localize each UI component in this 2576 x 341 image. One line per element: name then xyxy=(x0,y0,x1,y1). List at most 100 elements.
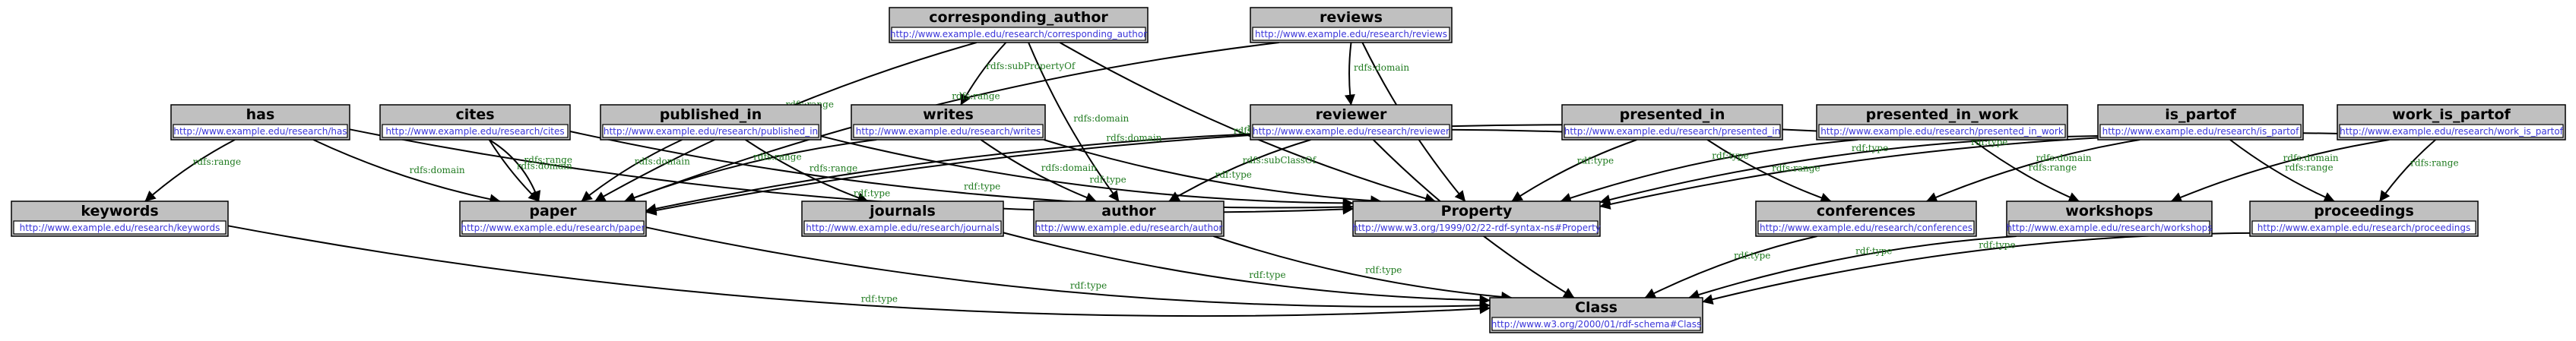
node-uri[interactable]: http://www.w3.org/1999/02/22-rdf-syntax-… xyxy=(1352,223,1601,233)
node-uri-frame xyxy=(461,220,645,235)
edge-proceedings-class xyxy=(1702,232,2251,305)
node-uri-frame xyxy=(1818,124,2066,138)
node-uri-frame xyxy=(891,27,1146,41)
edge-label: rdfs:domain xyxy=(517,161,572,172)
edge-label: rdf:type xyxy=(854,188,890,198)
node-work_is_partof[interactable]: work_is_partofhttp://www.example.edu/res… xyxy=(2337,104,2566,141)
edge-label: rdf:type xyxy=(1712,150,1748,161)
node-workshops[interactable]: workshops http://www.example.edu/research… xyxy=(2006,200,2213,237)
node-uri-frame xyxy=(803,220,1002,235)
node-uri-frame xyxy=(173,124,348,138)
node-conferences[interactable]: conferenceshttp://www.example.edu/resear… xyxy=(1755,200,1977,237)
edge-keywords-class xyxy=(227,225,1491,317)
node-uri-frame xyxy=(1035,220,1222,235)
edge-label: rdfs:range xyxy=(2029,163,2077,173)
node-uri[interactable]: http://www.example.edu/research/publishe… xyxy=(604,126,818,137)
node-title: author xyxy=(1101,203,1156,219)
node-title: workshops xyxy=(2065,203,2153,219)
node-title: journals xyxy=(869,203,936,219)
node-title: corresponding_author xyxy=(929,9,1108,26)
edge-label: rdfs:range xyxy=(810,163,857,173)
node-uri[interactable]: http://www.example.edu/research/paper xyxy=(461,223,645,233)
node-uri-frame xyxy=(1757,220,1975,235)
node-uri[interactable]: http://www.example.edu/research/writes xyxy=(856,126,1041,137)
node-uri[interactable]: http://www.example.edu/research/correspo… xyxy=(890,29,1147,39)
edge-label: rdf:type xyxy=(1577,156,1614,166)
node-uri-frame xyxy=(1252,124,1450,138)
edge-label: rdf:type xyxy=(1852,143,1888,153)
node-published_in[interactable]: published_in http://www.example.edu/resea… xyxy=(600,104,822,141)
node-uri[interactable]: http://www.w3.org/2000/01/rdf-schema#Cla… xyxy=(1491,319,1702,330)
node-title: Class xyxy=(1575,299,1618,316)
node-proceedings[interactable]: proceedingshttp://www.example.edu/resear… xyxy=(2249,200,2479,237)
node-writes[interactable]: writes http://www.example.edu/research/wr… xyxy=(851,104,1046,141)
node-uri[interactable]: http://www.example.edu/research/author xyxy=(1035,223,1223,233)
node-uri-frame xyxy=(1491,317,1701,331)
edge-cites-paper xyxy=(489,139,541,202)
node-uri[interactable]: http://www.example.edu/research/presente… xyxy=(1820,126,2064,137)
node-uri[interactable]: http://www.example.edu/research/has xyxy=(173,126,347,137)
edge-label: rdfs:domain xyxy=(635,156,690,167)
edge-label: rdf:type xyxy=(1089,174,1126,185)
edge-published_in-property xyxy=(820,135,1354,209)
edge-cites-property xyxy=(569,131,1354,213)
edge-journals-class xyxy=(1003,232,1491,306)
node-uri-frame xyxy=(2339,124,2564,138)
node-uri[interactable]: http://www.example.edu/research/presente… xyxy=(1564,126,1781,137)
edge-published_in-paper xyxy=(581,139,683,202)
node-reviewer[interactable]: reviewerhttp://www.example.edu/research/… xyxy=(1250,104,1453,141)
node-property[interactable]: Property http://www.w3.org/1999/02/22-rdf… xyxy=(1352,200,1601,237)
node-uri[interactable]: http://www.example.edu/research/keywords xyxy=(20,223,220,233)
node-paper[interactable]: paperhttp://www.example.edu/research/pap… xyxy=(459,200,647,237)
node-uri[interactable]: http://www.example.edu/research/workshop… xyxy=(2006,223,2212,233)
node-uri-frame xyxy=(2251,220,2476,235)
node-title: published_in xyxy=(660,106,762,123)
node-cites[interactable]: citeshttp://www.example.edu/research/cit… xyxy=(379,104,571,141)
node-uri[interactable]: http://www.example.edu/research/conferen… xyxy=(1760,223,1972,233)
node-title: presented_in_work xyxy=(1866,106,2019,123)
node-uri-frame xyxy=(1564,124,1781,138)
node-uri-frame xyxy=(853,124,1044,138)
edge-is_partof-conferences xyxy=(1926,139,2140,203)
edge-corresponding_author-property xyxy=(1059,42,1436,204)
node-is_partof[interactable]: is_partof http://www.example.edu/research… xyxy=(2097,104,2304,141)
node-author[interactable]: author http://www.example.edu/research/au… xyxy=(1033,200,1225,237)
node-title: Property xyxy=(1441,203,1513,219)
node-keywords[interactable]: keywords http://www.example.edu/research/… xyxy=(11,200,229,237)
node-presented_in[interactable]: presented_inhttp://www.example.edu/resea… xyxy=(1561,104,1783,141)
edge-label: rdf:type xyxy=(1365,264,1402,275)
node-uri[interactable]: http://www.example.edu/research/reviews xyxy=(1255,29,1447,39)
node-reviews[interactable]: reviewshttp://www.example.edu/research/r… xyxy=(1250,7,1453,43)
node-journals[interactable]: journals http://www.example.edu/research/… xyxy=(801,200,1004,237)
edge-work_is_partof-workshops xyxy=(2170,139,2390,203)
node-title: keywords xyxy=(81,203,158,219)
node-title: writes xyxy=(923,106,974,123)
node-uri[interactable]: http://www.example.edu/research/is_parto… xyxy=(2102,126,2300,137)
node-title: is_partof xyxy=(2165,106,2236,123)
node-class[interactable]: Class http://www.w3.org/2000/01/rdf-schem… xyxy=(1489,297,1703,333)
edge-label: rdfs:range xyxy=(1772,163,1820,173)
node-uri[interactable]: http://www.example.edu/research/reviewer xyxy=(1253,126,1450,137)
edge-workshops-class xyxy=(1688,235,2017,300)
node-uri[interactable]: http://www.example.edu/research/cites xyxy=(385,126,564,137)
node-uri[interactable]: http://www.example.edu/research/work_is_… xyxy=(2340,126,2564,137)
node-uri-frame xyxy=(602,124,819,138)
node-uri-frame xyxy=(1252,27,1450,41)
node-uri-frame xyxy=(382,124,569,138)
edge-writes-property xyxy=(1044,139,1382,207)
edge-label: rdfs:domain xyxy=(1041,163,1097,173)
edge-label: rdfs:domain xyxy=(1354,62,1409,73)
edge-writes-paper xyxy=(624,139,877,203)
node-uri[interactable]: http://www.example.edu/research/proceedi… xyxy=(2258,223,2470,233)
node-presented_in_work[interactable]: presented_in_work http://www.example.edu/… xyxy=(1816,104,2068,141)
edge-label: rdf:type xyxy=(1070,280,1107,291)
edge-label: rdfs:domain xyxy=(2036,153,2092,163)
edge-label: rdf:type xyxy=(1249,270,1285,280)
node-uri[interactable]: http://www.example.edu/research/journals xyxy=(806,223,1000,233)
node-corresponding_author[interactable]: corresponding_author http://www.example.e… xyxy=(889,7,1149,43)
edge-label: rdfs:range xyxy=(2410,157,2458,168)
edge-label: rdfs:subPropertyOf xyxy=(986,61,1076,71)
edge-work_is_partof-proceedings xyxy=(2378,139,2436,202)
